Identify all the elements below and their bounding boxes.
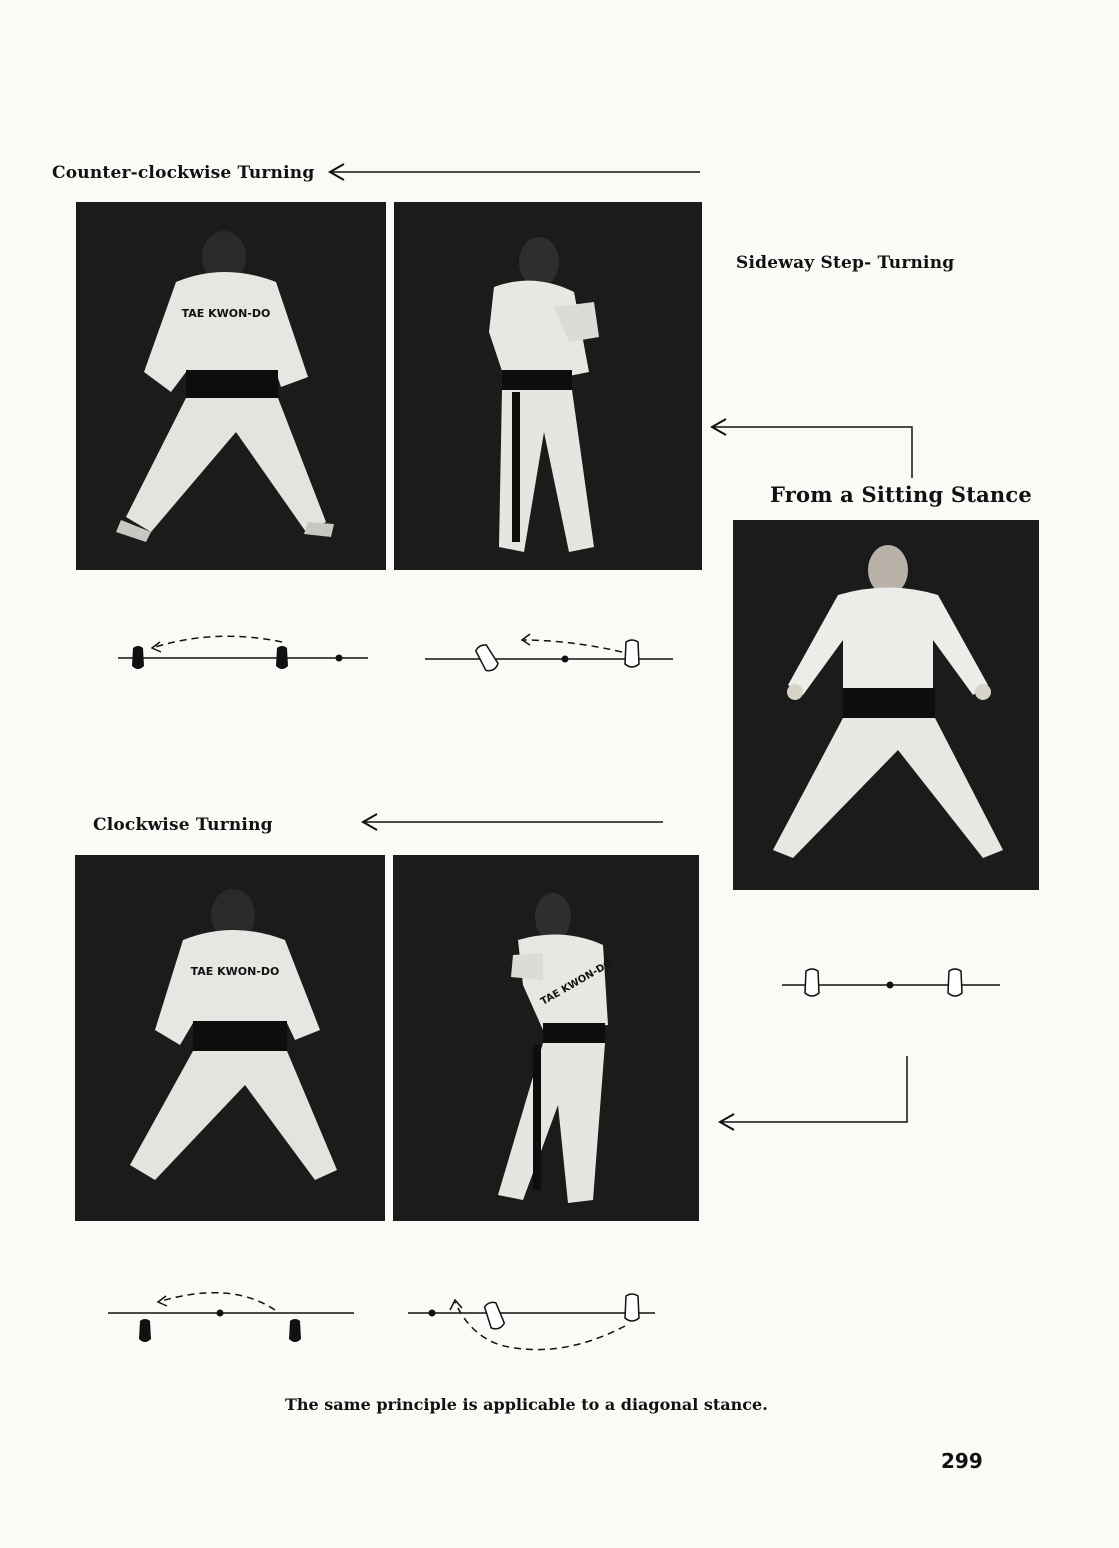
page-number: 299	[941, 1449, 983, 1473]
photo-cw-side-view: TAE KWON-DO	[393, 855, 699, 1221]
belt-text: TAE KWON-DO	[191, 965, 280, 978]
page-caption: The same principle is applicable to a di…	[285, 1395, 768, 1414]
footstep-diagram-1	[118, 635, 368, 669]
footstep-diagram-3	[108, 1291, 354, 1342]
photo-ccw-back-view: TAE KWON-DO	[76, 202, 386, 570]
ccw-turning-label: Counter-clockwise Turning	[52, 163, 315, 183]
footstep-diagram-sitting	[782, 968, 1000, 997]
ccw-arrow	[327, 163, 700, 181]
photo-sitting-stance-front	[733, 520, 1039, 890]
cw-turning-label: Clockwise Turning	[93, 815, 273, 835]
cw-arrow	[360, 813, 663, 831]
lower-connector-arrow	[717, 1056, 908, 1131]
footstep-diagram-4	[408, 1293, 655, 1351]
photo-cw-back-view: TAE KWON-DO	[75, 855, 385, 1221]
sitting-stance-label: From a Sitting Stance	[770, 482, 1032, 507]
photo-ccw-side-view	[394, 202, 702, 570]
upper-connector-arrow	[709, 418, 913, 478]
sideway-step-turning-label: Sideway Step- Turning	[736, 253, 955, 273]
footstep-diagram-2	[425, 633, 673, 674]
belt-text: TAE KWON-DO	[182, 307, 271, 320]
